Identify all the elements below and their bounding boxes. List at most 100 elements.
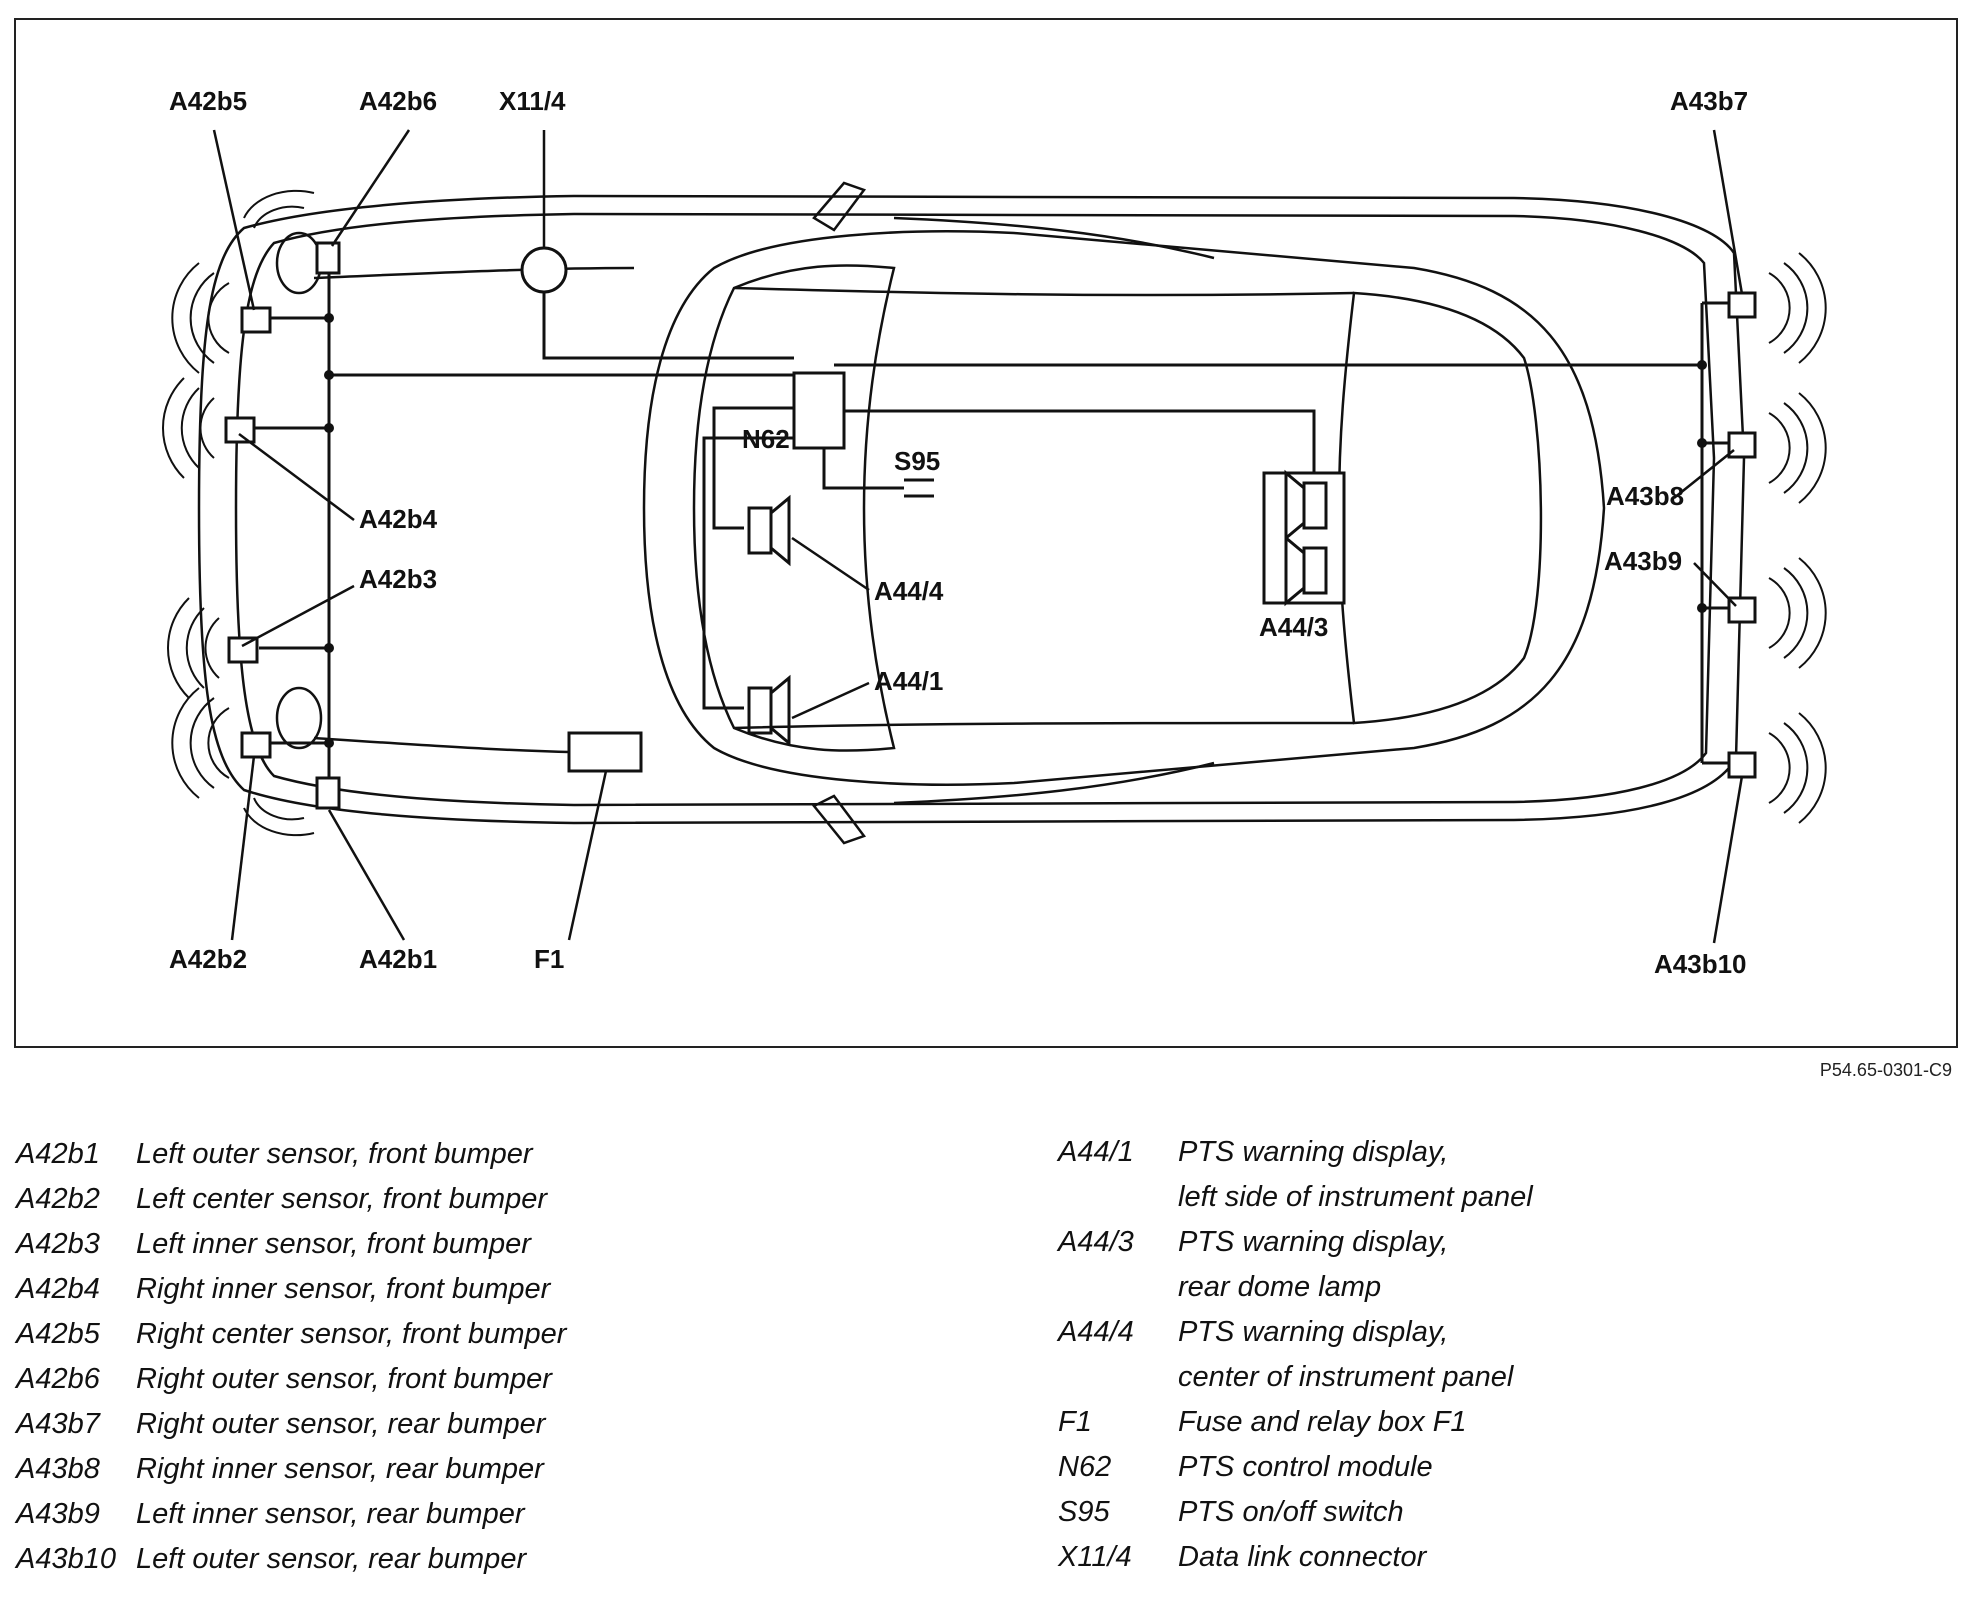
legend-row: left side of instrument panel	[1058, 1175, 1958, 1220]
right-mirror	[812, 794, 867, 845]
diagram-frame	[14, 18, 1958, 1048]
junction-dot	[1697, 603, 1707, 613]
legend-desc: center of instrument panel	[1178, 1361, 1514, 1393]
legend-code: A44/4	[1058, 1316, 1134, 1348]
leader-a43b10	[1712, 775, 1744, 944]
diagnostic-wire	[542, 288, 794, 360]
legend-desc: PTS warning display,	[1178, 1316, 1449, 1348]
legend-desc: Left inner sensor, rear bumper	[136, 1498, 525, 1530]
junction-dot	[1697, 360, 1707, 370]
callout-f1: F1	[534, 944, 564, 974]
legend-code: A43b10	[16, 1543, 116, 1575]
callout-a43b7: A43b7	[1670, 86, 1748, 116]
legend-code: A42b5	[16, 1318, 100, 1350]
leader-a43b7	[1712, 129, 1744, 295]
warning-display-a44-3	[1284, 469, 1328, 607]
parktronic-wiring-diagram: A42b5 A42b6 X11/4 A43b7 N62 S95 A42b4 A4…	[161, 86, 1827, 979]
ultrasonic-waves-rear	[1768, 252, 1827, 824]
legend-code: A42b6	[16, 1363, 100, 1395]
cabin-outline	[642, 230, 1606, 786]
sensor-a42b6	[315, 241, 341, 275]
legend-code: F1	[1058, 1406, 1092, 1438]
leader-a42b5	[212, 129, 256, 311]
callout-a43b10: A43b10	[1654, 949, 1747, 979]
hood-line-upper	[313, 266, 635, 280]
left-mirror	[812, 181, 867, 232]
callout-a42b5: A42b5	[169, 86, 247, 116]
leader-f1	[567, 770, 608, 941]
junction-dot	[324, 313, 334, 323]
legend-code: X11/4	[1058, 1541, 1132, 1573]
leader-a44-1	[791, 681, 870, 720]
legend-desc: Fuse and relay box F1	[1178, 1406, 1467, 1438]
leader-a42b1	[327, 809, 406, 941]
junction-dot	[324, 423, 334, 433]
junction-dot	[324, 643, 334, 653]
callout-a42b6: A42b6	[359, 86, 437, 116]
rear-window-outline	[1337, 291, 1543, 725]
callout-a42b4: A42b4	[359, 504, 438, 534]
legend-row: A43b10 Left outer sensor, rear bumper	[16, 1537, 1016, 1582]
callout-a42b1: A42b1	[359, 944, 437, 974]
legend-left: A42b1 Left outer sensor, front bumper A42…	[16, 1132, 1016, 1582]
legend-desc: Left outer sensor, front bumper	[136, 1138, 533, 1170]
leader-a43b8	[1673, 449, 1735, 499]
legend-row: A42b5 Right center sensor, front bumper	[16, 1312, 1016, 1357]
legend-desc: Right inner sensor, front bumper	[136, 1273, 551, 1305]
door-line-upper	[893, 216, 1215, 260]
legend-desc: Right outer sensor, front bumper	[136, 1363, 552, 1395]
callout-a43b8: A43b8	[1606, 481, 1684, 511]
legend-row: F1 Fuse and relay box F1	[1058, 1400, 1958, 1445]
sensor-a43b8	[1727, 431, 1757, 459]
junction-dot	[1697, 438, 1707, 448]
sensor-a42b4	[224, 416, 256, 444]
leader-a43b9	[1693, 562, 1737, 607]
fuse-relay-box-f1	[567, 731, 643, 773]
legend-row: rear dome lamp	[1058, 1265, 1958, 1310]
legend-code: A43b7	[16, 1408, 100, 1440]
windshield-outline	[692, 264, 896, 752]
legend-desc: Right inner sensor, rear bumper	[136, 1453, 544, 1485]
legend-code: A44/1	[1058, 1136, 1134, 1168]
ultrasonic-waves-front	[161, 189, 315, 837]
legend-row: A43b8 Right inner sensor, rear bumper	[16, 1447, 1016, 1492]
callout-a42b3: A42b3	[359, 564, 437, 594]
legend-desc: rear dome lamp	[1178, 1271, 1382, 1303]
sensor-a42b1	[315, 776, 341, 810]
legend-desc: PTS warning display,	[1178, 1136, 1449, 1168]
legend-desc: Left outer sensor, rear bumper	[136, 1543, 527, 1575]
headlight-upper	[275, 231, 323, 295]
callout-a44-4: A44/4	[874, 576, 944, 606]
sensor-a42b5	[240, 306, 272, 334]
legend-code	[1058, 1175, 1178, 1220]
legend-row: center of instrument panel	[1058, 1355, 1958, 1400]
leader-a42b2	[230, 755, 256, 941]
legend-desc: Left center sensor, front bumper	[136, 1183, 548, 1215]
legend-code: A42b4	[16, 1273, 100, 1305]
legend-row: A42b4 Right inner sensor, front bumper	[16, 1267, 1016, 1312]
legend-row: A42b6 Right outer sensor, front bumper	[16, 1357, 1016, 1402]
legend-row: A44/4 PTS warning display,	[1058, 1310, 1958, 1355]
legend-code: A43b8	[16, 1453, 100, 1485]
leader-a42b6	[330, 129, 411, 247]
headlight-lower	[275, 686, 323, 750]
warning-display-a44-4	[747, 494, 791, 567]
legend-code: A42b3	[16, 1228, 100, 1260]
legend-row: A42b2 Left center sensor, front bumper	[16, 1177, 1016, 1222]
leader-a44-4	[791, 536, 870, 592]
sensor-a43b7	[1727, 291, 1757, 319]
legend-desc: Right center sensor, front bumper	[136, 1318, 567, 1350]
legend-code: A44/3	[1058, 1226, 1134, 1258]
legend-code: S95	[1058, 1496, 1110, 1528]
legend-code: A42b2	[16, 1183, 100, 1215]
legend-row: A43b9 Left inner sensor, rear bumper	[16, 1492, 1016, 1537]
legend-code: A42b1	[16, 1138, 100, 1170]
a44-1-wire	[702, 436, 794, 710]
data-link-connector-x11-4	[520, 246, 568, 294]
legend-row: A42b1 Left outer sensor, front bumper	[16, 1132, 1016, 1177]
legend-code: A43b9	[16, 1498, 100, 1530]
